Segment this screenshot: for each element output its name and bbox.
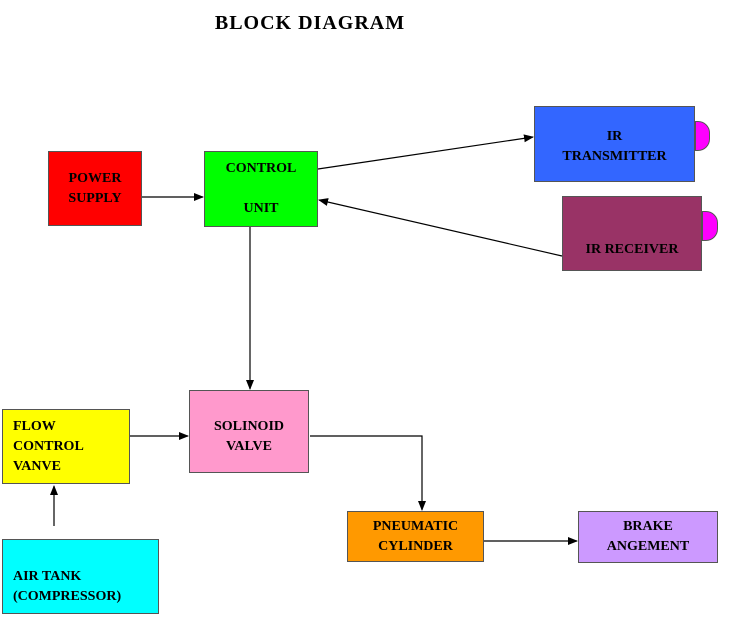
power-supply-block: POWER SUPPLY [48,151,142,226]
arrow-control-to-transmitter [317,134,534,170]
brake-block: BRAKE ANGEMENT [578,511,718,563]
air-tank-block: AIR TANK (COMPRESSOR) [2,539,159,614]
control-unit-block: CONTROL UNIT [204,151,318,227]
diagram-title: BLOCK DIAGRAM [214,12,406,34]
pneumatic-cylinder-block: PNEUMATIC CYLINDER [347,511,484,562]
arrow-solenoid-to-cylinder [310,435,426,511]
ir-transmitter-block: IR TRANSMITTER [534,106,695,182]
flow-control-valve-block: FLOW CONTROL VANVE [2,409,130,484]
ir-receiver-block: IR RECEIVER [562,196,702,271]
arrow-receiver-to-control [318,198,563,257]
solenoid-valve-block: SOLINOID VALVE [189,390,309,473]
